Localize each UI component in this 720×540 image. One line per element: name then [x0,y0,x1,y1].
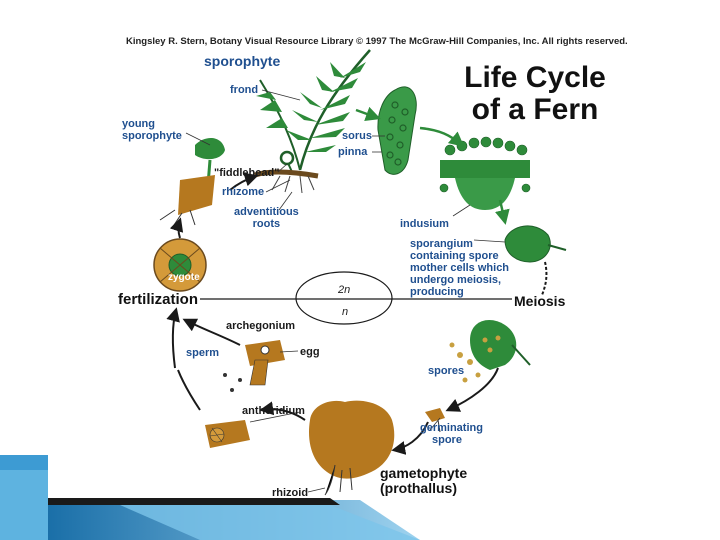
sperm-drawing [223,373,242,392]
label-fertilization: fertilization [118,291,199,308]
spore-release-drawing [449,320,531,383]
copyright-credit: Kingsley R. Stern, Botany Visual Resourc… [126,36,628,47]
sorus-cross-section-drawing [439,136,531,210]
label-gametophyte: gametophyte (prothallus) [380,466,467,496]
label-sporangium-line-4: undergo meiosis, [410,274,502,286]
label-spores: spores [428,365,465,377]
label-frond: frond [230,84,259,96]
label-young-line-1: young [122,118,155,130]
label-diploid: 2n [338,284,351,296]
label-fiddlehead: "fiddlehead" [214,167,280,179]
label-sporangium-line-2: containing spore [410,250,499,262]
rhizome-drawing [254,169,319,179]
label-indusium: indusium [400,218,449,230]
label-rhizome: rhizome [222,186,265,198]
antheridium-drawing [205,420,250,448]
sporophyte-arrows [355,106,510,225]
gametophyte-drawing [308,400,395,496]
label-sorus: sorus [342,130,372,142]
label-gametophyte-line-1: gametophyte [380,465,468,481]
label-adventitious-line-1: adventitious [234,206,299,218]
label-sporangium: sporangium containing spore mother cells… [410,238,509,298]
label-sporangium-line-1: sporangium [410,238,473,250]
diagram-title: Life Cycle of a Fern [442,62,628,126]
label-pinna: pinna [338,146,368,158]
roots-drawing [271,175,315,194]
label-archegonium: archegonium [226,320,296,332]
label-sporangium-line-5: producing [410,286,464,298]
label-haploid: n [342,306,349,318]
label-antheridium: antheridium [242,405,305,417]
archegonium-drawing [245,340,285,386]
label-sporangium-line-3: mother cells which [410,262,510,274]
sporophyte-frond-drawing [256,49,371,173]
label-gametophyte-line-2: (prothallus) [380,480,457,496]
label-germinating-line-1: germinating [420,422,483,434]
label-zygote: zygote [168,272,200,283]
label-young-sporophyte: young sporophyte [122,118,182,142]
decorative-swoosh [0,455,420,540]
title-line-2: of a Fern [471,93,599,126]
label-germinating-line-2: spore [432,434,462,446]
ploidy-ellipse [295,271,393,325]
label-rhizoid: rhizoid [272,487,309,499]
label-adventitious-roots: adventitious roots [234,206,299,230]
label-young-line-2: sporophyte [122,130,182,142]
zygote-drawing [153,238,207,292]
label-egg: egg [300,346,320,358]
pinna-drawing [377,86,417,175]
title-line-1: Life Cycle [464,61,606,94]
label-sperm: sperm [186,347,220,359]
label-leader-lines [185,89,506,493]
label-sporophyte: sporophyte [204,53,281,69]
label-adventitious-line-2: roots [252,218,281,230]
label-germinating-spore: germinating spore [420,422,483,446]
cycle-arrows [166,172,548,455]
label-meiosis: Meiosis [514,293,566,309]
young-sporophyte-drawing [159,138,225,229]
sporangium-drawing [504,225,567,263]
